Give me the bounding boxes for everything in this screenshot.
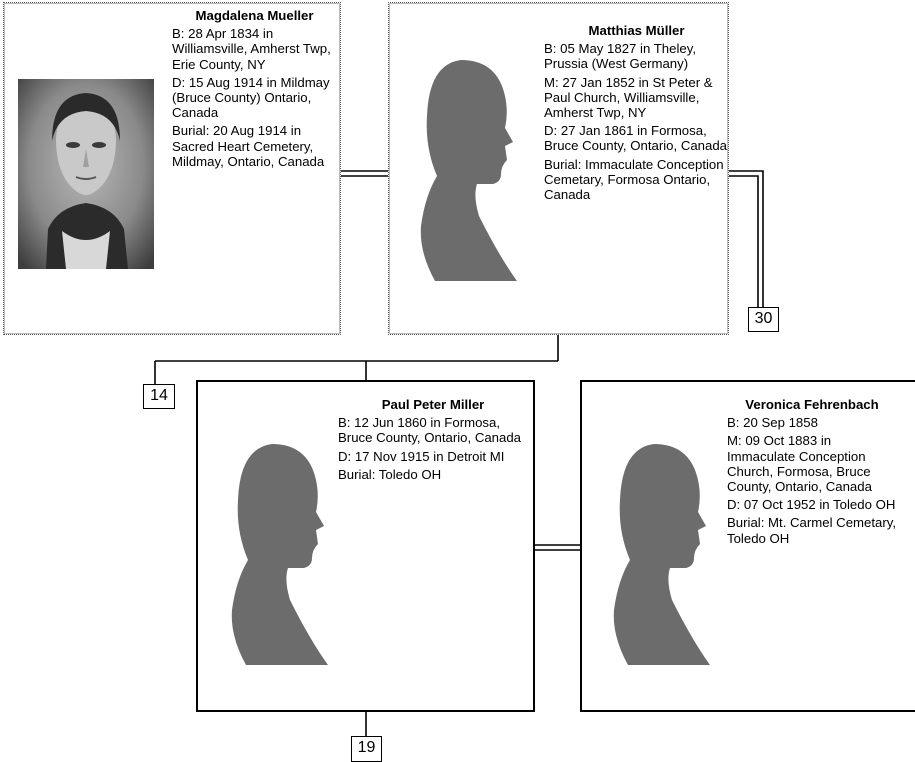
death-info: D: 15 Aug 1914 in Mildmay (Bruce County)… xyxy=(172,74,330,121)
person-name: Veronica Fehrenbach xyxy=(745,397,879,412)
burial-info: Burial: Mt. Carmel Cemetary, Toledo OH xyxy=(727,515,897,546)
birth-info: B: 12 Jun 1860 in Formosa, Bruce County,… xyxy=(338,415,522,446)
birth-info: B: 20 Sep 1858 xyxy=(727,415,818,431)
person-name: Paul Peter Miller xyxy=(381,397,485,412)
burial-info: Burial: Toledo OH xyxy=(338,466,442,482)
death-info: D: 17 Nov 1915 in Detroit MI xyxy=(338,448,505,464)
death-info: D: 27 Jan 1861 in Formosa, Bruce County,… xyxy=(544,123,728,154)
silhouette-icon xyxy=(420,60,517,281)
death-info: D: 07 Oct 1952 in Toledo OH xyxy=(727,497,896,513)
silhouette-icon xyxy=(231,444,328,665)
marriage-info: M: 27 Jan 1852 in St Peter & Paul Church… xyxy=(544,74,713,121)
person-card-paul[interactable]: Paul Peter Miller B: 12 Jun 1860 in Form… xyxy=(196,380,535,712)
person-card-veronica[interactable]: Veronica Fehrenbach B: 20 Sep 1858 M: 09… xyxy=(580,380,915,712)
page-ref-30[interactable]: 30 xyxy=(748,307,779,332)
burial-info: Burial: Immaculate Conception Cemetary, … xyxy=(544,156,724,203)
birth-info: B: 28 Apr 1834 in Williamsville, Amherst… xyxy=(172,26,331,72)
page-ref-14[interactable]: 14 xyxy=(143,384,175,409)
burial-info: Burial: 20 Aug 1914 in Sacred Heart Ceme… xyxy=(172,123,325,169)
person-name: Magdalena Mueller xyxy=(195,8,314,23)
person-name: Matthias Müller xyxy=(588,23,685,38)
page-ref-19[interactable]: 19 xyxy=(351,736,382,762)
marriage-info: M: 09 Oct 1883 in Immaculate Conception … xyxy=(727,433,872,495)
birth-info: B: 05 May 1827 in Theley, Prussia (West … xyxy=(544,41,696,72)
silhouette-icon xyxy=(613,444,710,665)
person-card-magdalena[interactable]: Magdalena Mueller B: 28 Apr 1834 in Will… xyxy=(3,2,341,335)
portrait-photo-magdalena xyxy=(18,79,154,269)
person-card-matthias[interactable]: Matthias Müller B: 05 May 1827 in Theley… xyxy=(388,2,729,335)
